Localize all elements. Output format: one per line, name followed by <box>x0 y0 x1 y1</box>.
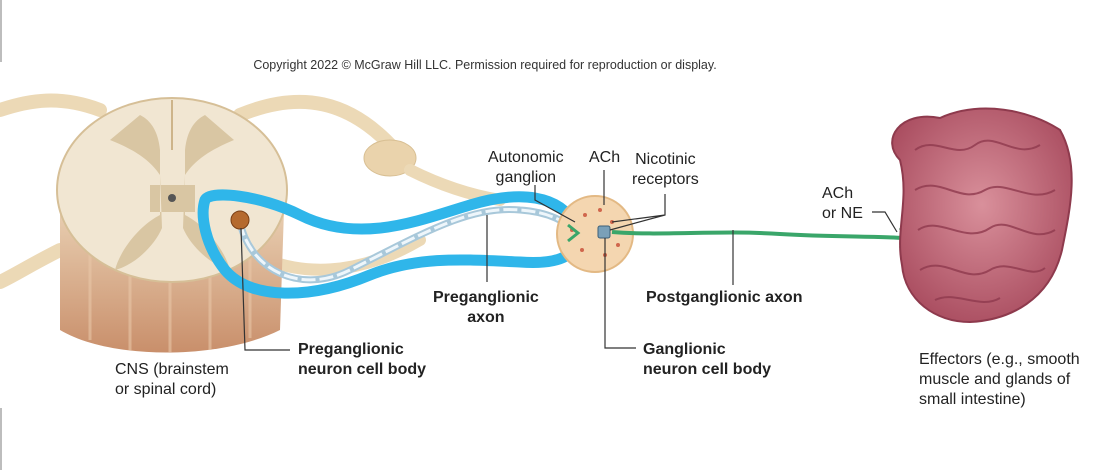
ganglionic-cell-body-label: Ganglionic neuron cell body <box>643 341 772 378</box>
postganglionic-axon-label: Postganglionic axon <box>646 289 803 306</box>
spinal-nerves <box>0 93 506 289</box>
leader-ach-or-ne <box>872 211 898 233</box>
preganglionic-axon-label: Preganglionic axon <box>433 289 539 326</box>
nicotinic-receptors-label: Nicotinic receptors <box>632 151 699 188</box>
leader-preganglionic-cell-body <box>240 227 290 351</box>
ach-or-ne-label: ACh or NE <box>822 185 863 222</box>
preganglionic-cell-body <box>230 210 250 230</box>
cns-label: CNS (brainstem or spinal cord) <box>115 361 229 398</box>
effectors-label: Effectors (e.g., smooth muscle and gland… <box>919 351 1080 408</box>
postganglionic-axon <box>611 230 906 240</box>
autonomic-ganglion <box>556 195 634 273</box>
ach-top-label: ACh <box>589 149 621 166</box>
preganglionic-axon <box>236 205 581 284</box>
left-edge-mark-top <box>0 0 2 62</box>
leader-ganglionic-cell-body <box>604 238 636 349</box>
spinal-cord <box>56 97 288 353</box>
left-edge-mark-bottom <box>0 408 2 470</box>
preganglionic-cell-body-label: Preganglionic neuron cell body <box>298 341 427 378</box>
leader-autonomic-ganglion <box>534 185 576 223</box>
autonomic-ganglion-label: Autonomic ganglion <box>488 149 564 186</box>
leader-nicotinic <box>609 194 666 231</box>
leader-lines <box>240 170 898 351</box>
copyright-notice: Copyright 2022 © McGraw Hill LLC. Permis… <box>253 58 717 72</box>
small-intestine <box>891 107 1073 324</box>
